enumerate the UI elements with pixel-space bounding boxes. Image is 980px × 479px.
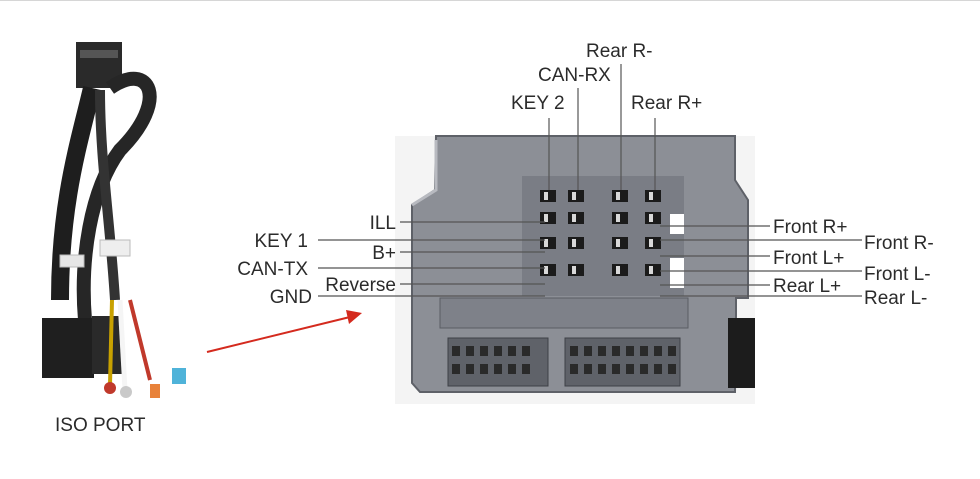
connector-pins xyxy=(540,190,661,276)
pin-contact xyxy=(572,214,576,222)
pin-contact xyxy=(649,266,653,274)
label-rear-r-plus: Rear R+ xyxy=(631,93,702,114)
label-front-l-plus: Front L+ xyxy=(773,248,844,269)
pin-contact xyxy=(649,239,653,247)
label-rear-l-minus: Rear L- xyxy=(864,288,927,309)
socket-pin xyxy=(480,364,488,374)
leader-lines xyxy=(318,64,862,297)
socket-pin xyxy=(522,346,530,356)
socket-pin xyxy=(640,364,648,374)
pin-contact xyxy=(544,214,548,222)
label-b-plus: B+ xyxy=(372,243,396,264)
socket-pin xyxy=(654,364,662,374)
label-gnd: GND xyxy=(270,287,312,308)
label-key1: KEY 1 xyxy=(254,231,308,252)
socket-pin xyxy=(668,346,676,356)
pin-contact xyxy=(616,192,620,200)
label-front-r-minus: Front R- xyxy=(864,233,934,254)
socket-pin xyxy=(654,346,662,356)
label-key2: KEY 2 xyxy=(511,93,565,114)
socket-pin xyxy=(452,364,460,374)
fuse-orange-icon xyxy=(150,384,160,398)
fuse-blue-icon xyxy=(172,368,186,384)
pin-contact xyxy=(544,239,548,247)
socket-pin xyxy=(480,346,488,356)
socket-pin xyxy=(584,346,592,356)
pin-contact xyxy=(616,239,620,247)
pin-contact xyxy=(649,192,653,200)
pin-contact xyxy=(649,214,653,222)
pin-contact xyxy=(616,266,620,274)
socket-pin xyxy=(508,364,516,374)
pin-contact xyxy=(572,239,576,247)
pin-contact xyxy=(572,266,576,274)
label-front-r-plus: Front R+ xyxy=(773,217,847,238)
pointer-arrow xyxy=(206,310,362,353)
label-front-l-minus: Front L- xyxy=(864,264,931,285)
label-reverse: Reverse xyxy=(325,275,396,296)
socket-pin xyxy=(494,364,502,374)
harness-illustration xyxy=(42,42,186,398)
harness-iso-plug xyxy=(42,318,94,378)
socket-pin xyxy=(466,364,474,374)
socket-pin xyxy=(612,346,620,356)
label-rear-r-minus: Rear R- xyxy=(586,41,653,62)
socket-right xyxy=(564,337,681,387)
arrow-head-icon xyxy=(346,310,362,324)
socket-pin xyxy=(598,364,606,374)
socket-pin xyxy=(570,364,578,374)
pin-contact xyxy=(544,266,548,274)
label-ill: ILL xyxy=(370,213,396,234)
socket-pin xyxy=(612,364,620,374)
socket-pin xyxy=(640,346,648,356)
socket-pin xyxy=(508,346,516,356)
socket-pin xyxy=(626,346,634,356)
socket-pin xyxy=(570,346,578,356)
pin-contact xyxy=(572,192,576,200)
label-can-rx: CAN-RX xyxy=(538,65,611,86)
label-rear-l-plus: Rear L+ xyxy=(773,276,841,297)
socket-pin xyxy=(584,364,592,374)
socket-pin xyxy=(522,364,530,374)
pin-contact xyxy=(616,214,620,222)
pin-labels: Rear R- CAN-RX KEY 2 Rear R+ ILL KEY 1 B… xyxy=(237,41,933,309)
iso-port-caption: ISO PORT xyxy=(55,415,146,436)
socket-pin xyxy=(626,364,634,374)
harness-cable-loop xyxy=(76,71,157,321)
top-divider xyxy=(0,0,980,1)
socket-pin xyxy=(452,346,460,356)
socket-pin xyxy=(466,346,474,356)
label-can-tx: CAN-TX xyxy=(237,259,308,280)
socket-pin xyxy=(494,346,502,356)
pin-contact xyxy=(544,192,548,200)
connector-illustration xyxy=(395,135,755,404)
socket-pin xyxy=(668,364,676,374)
socket-left xyxy=(447,337,549,387)
socket-pin xyxy=(598,346,606,356)
